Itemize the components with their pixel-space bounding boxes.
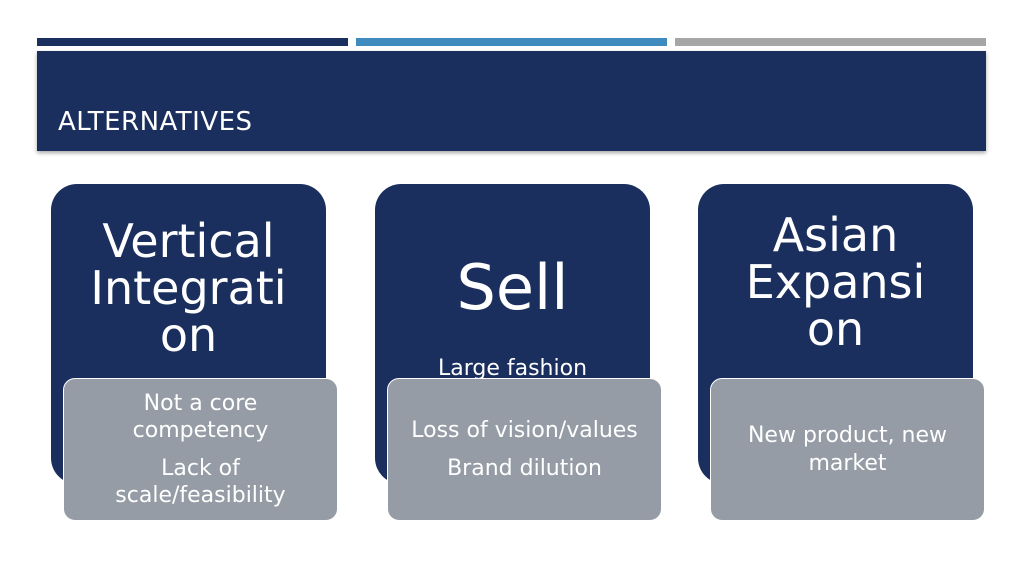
note-line: New product, new market — [747, 423, 948, 476]
card-title-line: on — [159, 307, 218, 362]
note-sell: Loss of vision/values Brand dilution — [387, 378, 662, 521]
card-title-line: Expansi — [745, 254, 926, 309]
card-title-line: on — [806, 301, 865, 356]
card-subtitle: Large fashion — [437, 356, 588, 381]
accent-bar-navy — [37, 38, 348, 46]
title-band: ALTERNATIVES — [37, 51, 986, 151]
note-line: Lack of scale/feasibility — [115, 455, 286, 509]
note-line: Loss of vision/values — [411, 418, 638, 443]
card-title-line: Integrati — [90, 260, 287, 315]
accent-bar-gray — [675, 38, 986, 46]
card-title-line: Asian — [772, 208, 899, 262]
card-title-line: Vertical — [102, 214, 275, 268]
note-asian-expansion: New product, new market — [710, 378, 985, 521]
slide-title: ALTERNATIVES — [58, 107, 253, 137]
card-title: Vertical Integrati on — [51, 218, 326, 359]
accent-bar-blue — [356, 38, 667, 46]
note-line: Not a core competency — [132, 390, 269, 444]
note-line: Brand dilution — [447, 455, 602, 481]
card-title: Sell — [456, 251, 569, 324]
card-title: Asian Expansi on — [698, 212, 973, 353]
note-vertical-integration: Not a core competency Lack of scale/feas… — [63, 378, 338, 521]
